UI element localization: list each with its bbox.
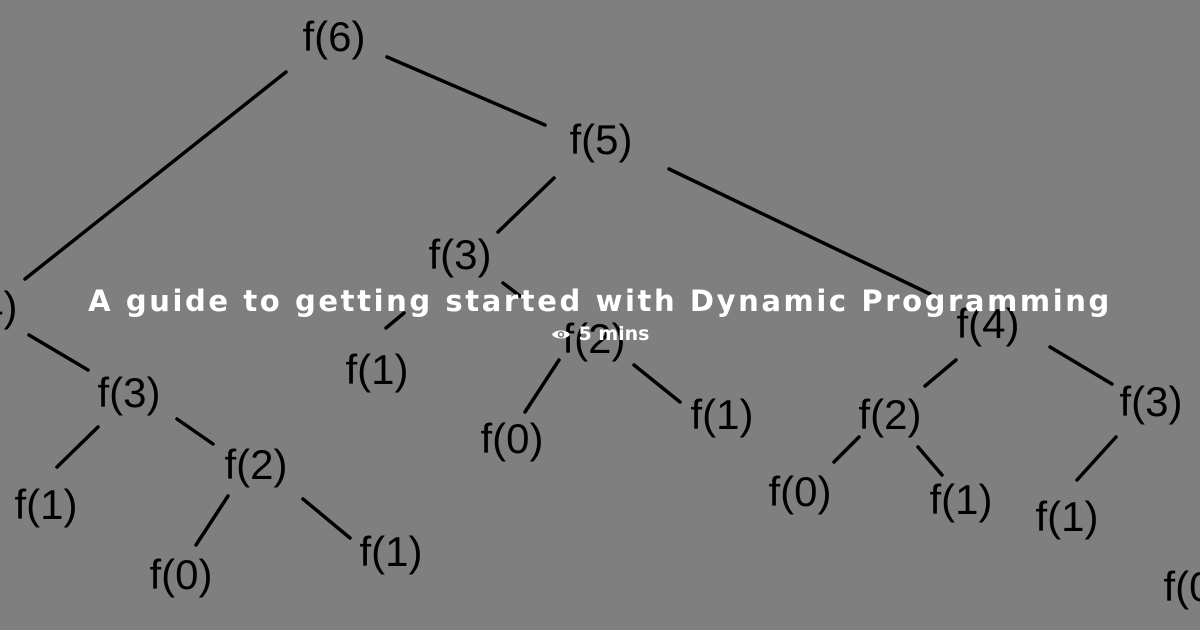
tree-edge (384, 311, 406, 330)
tree-node-label: f(0) (769, 468, 832, 515)
tree-edge (632, 363, 682, 404)
tree-node-label: f(0) (1164, 563, 1200, 610)
tree-edge (1048, 345, 1114, 386)
tree-edge (1075, 435, 1118, 482)
tree-node-label: f(4) (0, 283, 18, 330)
tree-node-label: f(5) (570, 116, 633, 163)
tree-node-label: f(1) (346, 346, 409, 393)
tree-node-label: f(6) (303, 13, 366, 60)
tree-node-label: f(1) (360, 528, 423, 575)
tree-edge (194, 494, 230, 547)
tree-edge (55, 425, 100, 469)
tree-edge (496, 176, 556, 234)
title-overlay: A guide to getting started with Dynamic … (0, 281, 1200, 348)
tree-edge (923, 358, 958, 388)
tree-edge (175, 417, 215, 446)
eye-icon (551, 322, 571, 348)
tree-node-label: f(1) (691, 391, 754, 438)
tree-edge (27, 333, 90, 372)
tree-edge (667, 167, 932, 296)
tree-node-label: f(3) (1120, 378, 1183, 425)
tree-node-label: f(0) (481, 415, 544, 462)
tree-edges (23, 55, 1118, 547)
tree-node-label: f(4) (957, 300, 1020, 347)
tree-nodes: f(6)f(5)f(4)f(3)f(1)f(2)f(0)f(1)f(3)f(1)… (0, 13, 1200, 610)
tree-node-label: f(2) (563, 315, 626, 362)
tree-edge (301, 497, 352, 540)
tree-node-label: f(2) (859, 391, 922, 438)
tree-edge (832, 435, 861, 464)
tree-node-label: f(1) (1036, 493, 1099, 540)
read-time: 5 mins (0, 321, 1200, 348)
page-title: A guide to getting started with Dynamic … (88, 284, 1112, 318)
tree-edge (523, 358, 561, 414)
tree-node-label: f(0) (150, 551, 213, 598)
tree-edge (916, 445, 944, 477)
tree-node-label: f(1) (15, 481, 78, 528)
tree-node-label: f(3) (98, 369, 161, 416)
tree-node-label: f(2) (225, 441, 288, 488)
tree-edge (23, 70, 288, 281)
tree-edge (385, 55, 547, 127)
tree-node-label: f(3) (429, 231, 492, 278)
tree-node-label: f(1) (930, 476, 993, 523)
read-time-value: 5 mins (578, 323, 650, 345)
tree-edge (501, 281, 522, 298)
